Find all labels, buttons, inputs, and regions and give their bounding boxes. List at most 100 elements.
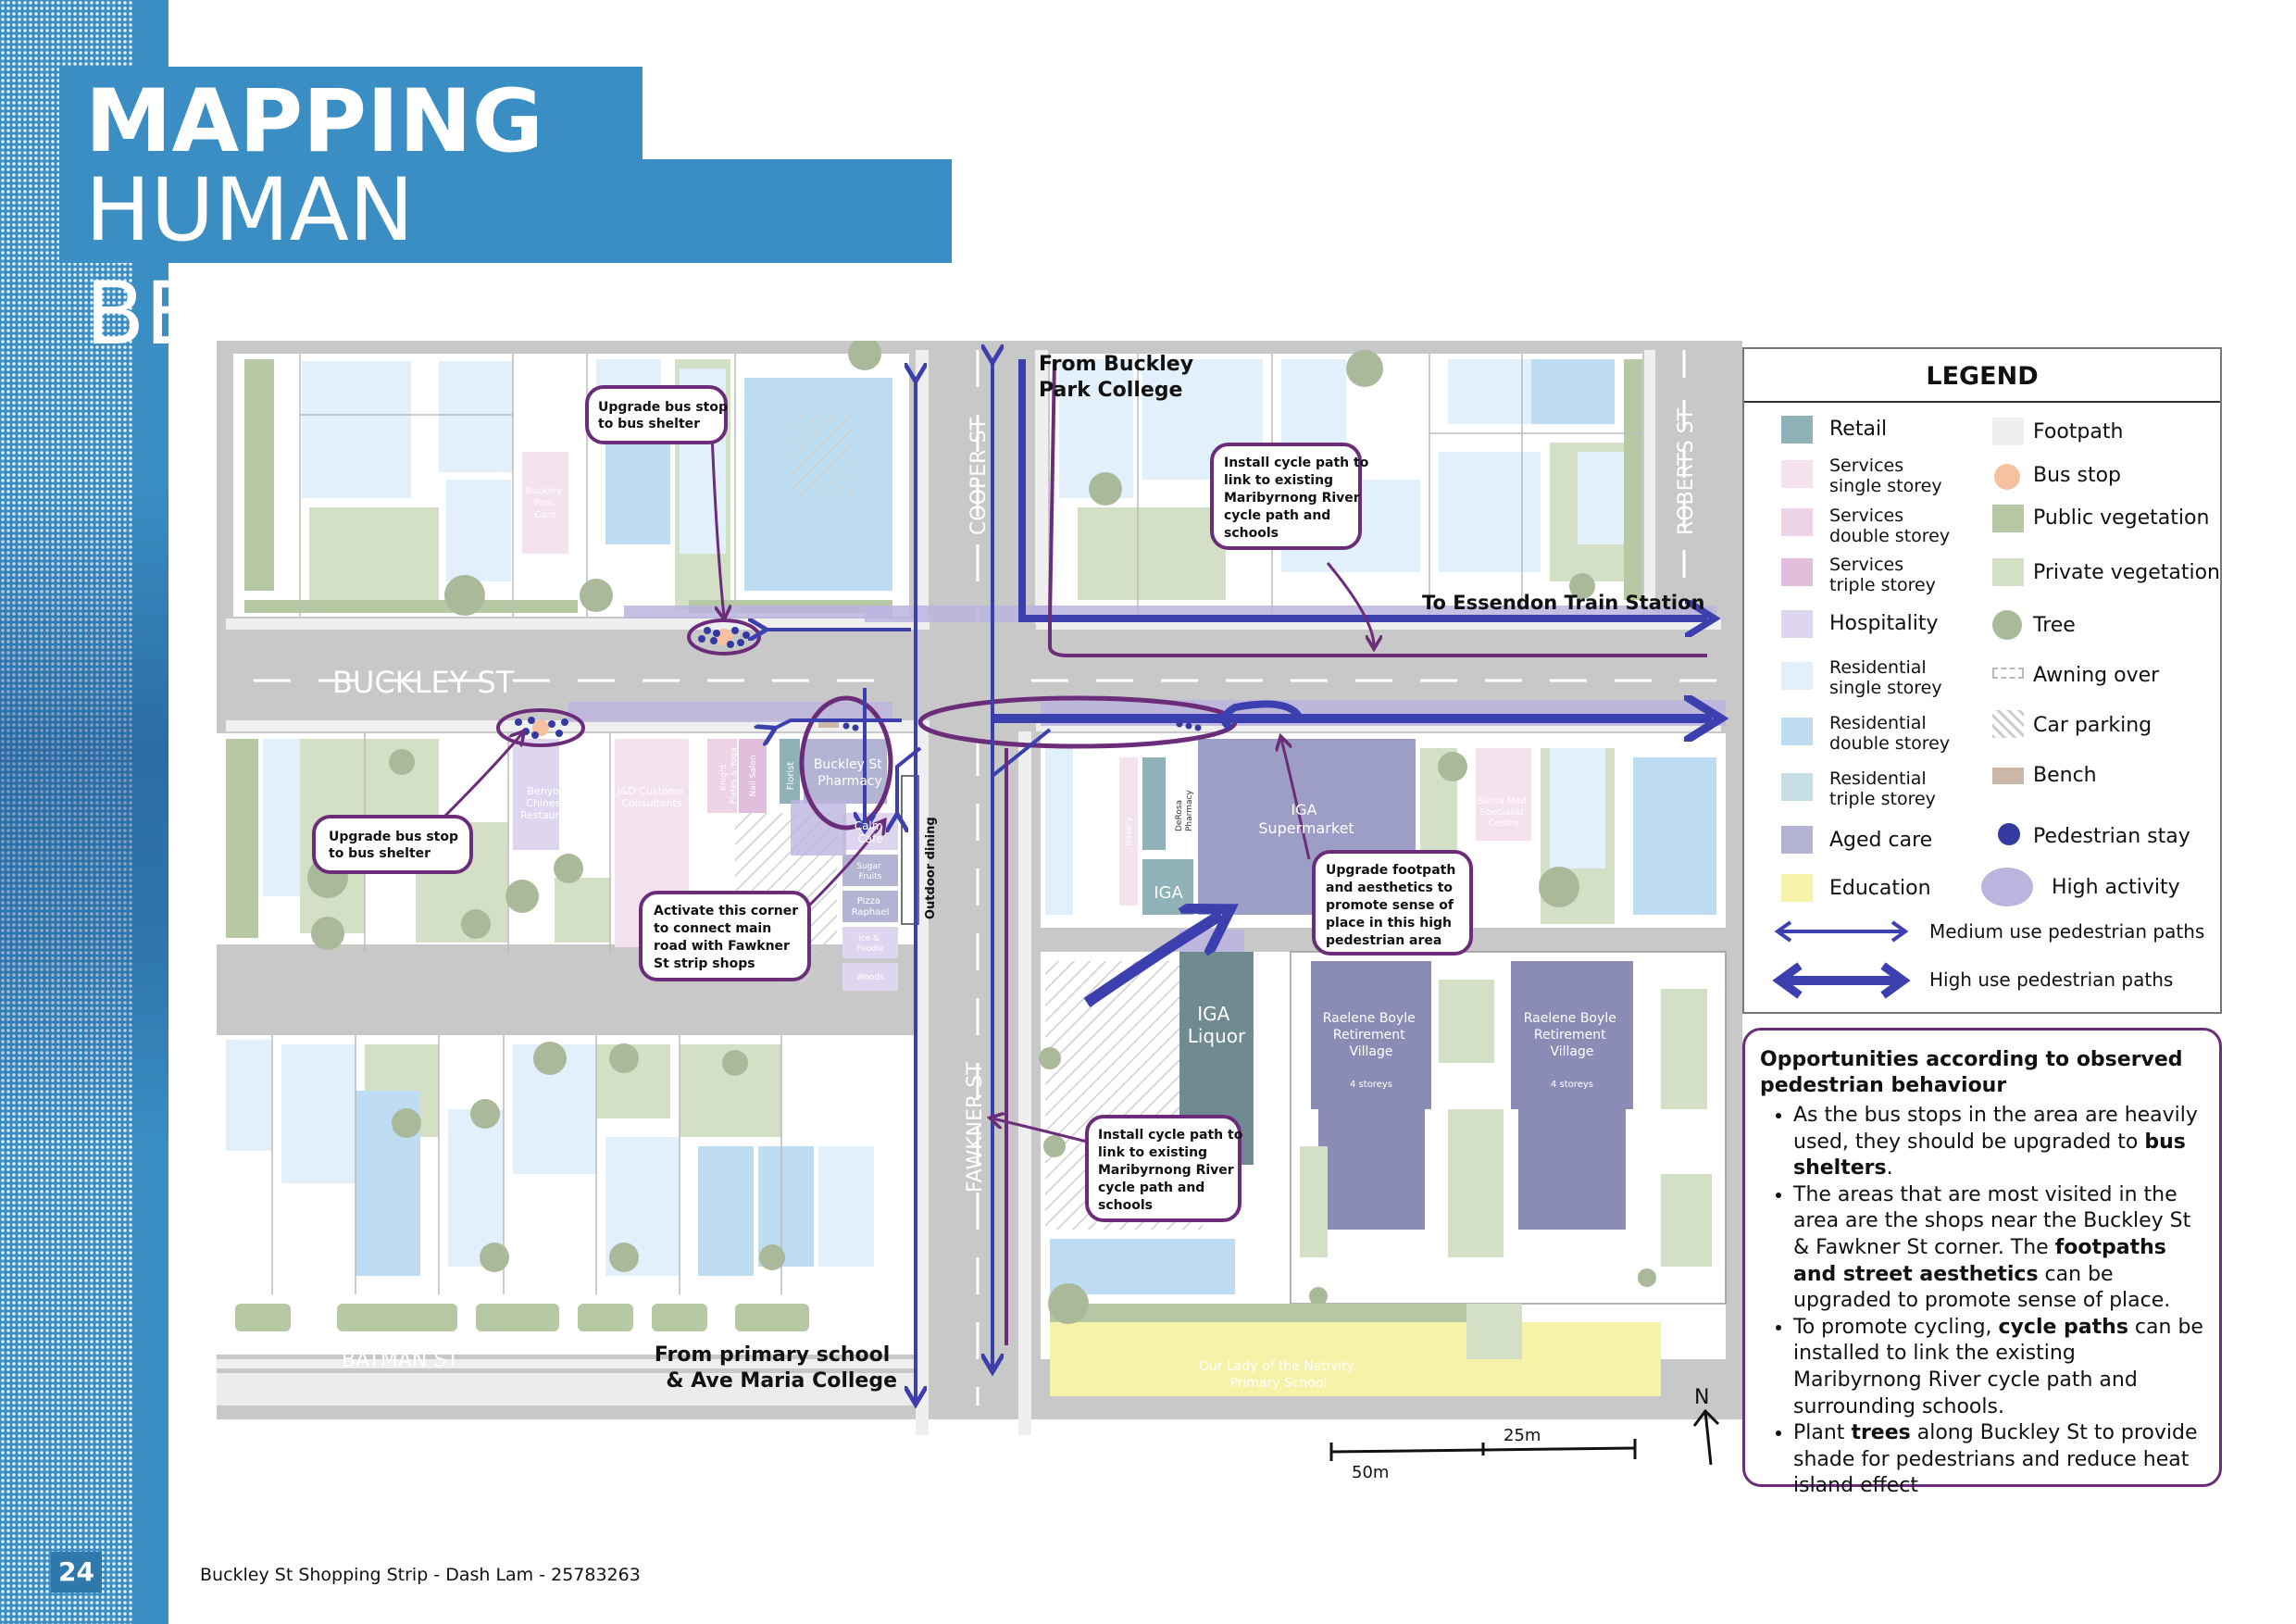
cycle-route-proposed bbox=[1048, 358, 1707, 657]
veg-ne-a bbox=[1078, 507, 1226, 600]
site-map: BUCKLEY ST BATMAN ST COOPER ST ROBERTS S… bbox=[217, 341, 1742, 1482]
label-sugar: Sugar Fruits bbox=[856, 862, 883, 881]
tree bbox=[1039, 1047, 1061, 1069]
legend-swatch-private-veg bbox=[1992, 558, 2024, 586]
callout-footpath: Upgrade footpath and aesthetics to promo… bbox=[1312, 850, 1473, 956]
veg-nw-strip bbox=[244, 359, 274, 591]
tree bbox=[461, 909, 491, 939]
res-swr-i bbox=[818, 1146, 874, 1267]
callout-bus-top: Upgrade bus stop to bus shelter bbox=[585, 385, 728, 444]
legend-swatch-education bbox=[1781, 874, 1813, 902]
veg-batman-4 bbox=[578, 1304, 633, 1331]
tree bbox=[480, 1243, 509, 1272]
batman-lower-strip bbox=[217, 1373, 916, 1405]
label-raelene-2: Raelene Boyle Retirement Village bbox=[1524, 1011, 1620, 1059]
footer-credit: Buckley St Shopping Strip - Dash Lam - 2… bbox=[200, 1565, 641, 1585]
education-our-lady bbox=[1050, 1322, 1661, 1396]
label-human-health: Human Health bbox=[1086, 867, 1095, 927]
legend-label-public-veg: Public vegetation bbox=[2033, 506, 2210, 530]
tree bbox=[609, 1043, 639, 1073]
res-ne-g bbox=[1439, 452, 1541, 572]
legend-label-footpath: Footpath bbox=[2033, 420, 2124, 443]
label-pharmacy: Buckley St Pharmacy bbox=[814, 757, 886, 789]
legend-title: LEGEND bbox=[1926, 362, 2039, 391]
svc-santa-med bbox=[1476, 748, 1531, 841]
legend-label-bench: Bench bbox=[2033, 764, 2097, 787]
legend-swatch-services-single bbox=[1781, 460, 1813, 488]
svc-bakery bbox=[1119, 757, 1138, 906]
legend-label-tree: Tree bbox=[2033, 614, 2076, 637]
retail-a bbox=[1142, 757, 1166, 850]
path-iga-loop bbox=[1220, 700, 1304, 731]
tree bbox=[470, 1099, 500, 1129]
veg-ret-d bbox=[1661, 1174, 1712, 1267]
svc-knight bbox=[707, 739, 737, 813]
leader-activate bbox=[807, 822, 883, 907]
legend-swatch-awning bbox=[1992, 668, 2024, 679]
leader-cycle-top bbox=[1326, 562, 1374, 646]
res-nw-a bbox=[302, 361, 411, 498]
legend-label-car-parking: Car parking bbox=[2033, 714, 2152, 737]
pedestrian-stay-pharmacy bbox=[842, 722, 859, 731]
tree bbox=[848, 341, 881, 370]
opportunities-list: As the bus stops in the area are heavily… bbox=[1760, 1103, 2204, 1500]
tree bbox=[1539, 867, 1579, 907]
tree bbox=[759, 1244, 785, 1270]
scale-25m: 25m bbox=[1504, 1426, 1541, 1445]
svg-text:Install cycle path to li: Install cycle path to link to existing M… bbox=[1224, 456, 1373, 541]
tree bbox=[1346, 350, 1383, 387]
label-jd-customs: J&D Customs Consultants bbox=[616, 785, 686, 809]
label-florist: Florist bbox=[786, 762, 796, 791]
res-nw-b bbox=[439, 361, 513, 472]
north-arrow: N bbox=[1692, 1386, 1720, 1466]
activity-ring-corner bbox=[799, 695, 893, 831]
veg-sw-strip bbox=[226, 739, 258, 938]
tree bbox=[392, 1108, 421, 1138]
legend-medium-path-arrow bbox=[1774, 920, 1909, 943]
page-number: 24 bbox=[51, 1552, 102, 1593]
opportunity-item: As the bus stops in the area are heavily… bbox=[1793, 1103, 2204, 1182]
legend-swatch-services-double bbox=[1781, 508, 1813, 536]
legend-label-high-activity: High activity bbox=[2052, 876, 2180, 899]
svg-text:Upgrade bus stop to bus: Upgrade bus stop to bus shelter bbox=[329, 830, 463, 861]
hosp-ice bbox=[842, 927, 898, 958]
footpath-fawkner-e bbox=[1018, 731, 1031, 1435]
label-ice: Ice & Foodle bbox=[856, 934, 884, 954]
tree bbox=[389, 749, 415, 775]
tree bbox=[1048, 1283, 1089, 1324]
legend-swatch-car-parking bbox=[1992, 710, 2024, 738]
path-corner-link bbox=[897, 746, 922, 818]
tree bbox=[554, 854, 583, 883]
street-roberts: ROBERTS ST bbox=[1675, 407, 1698, 535]
footpath-sw bbox=[226, 720, 930, 731]
legend-swatch-pedestrian-stay bbox=[1998, 823, 2020, 845]
tree bbox=[1438, 752, 1467, 781]
car-park-nw bbox=[791, 415, 855, 498]
label-from-primary: From primary school & Ave Maria College bbox=[655, 1343, 897, 1393]
bus-stop-ring-south bbox=[496, 708, 585, 747]
res-nw-d bbox=[605, 433, 670, 544]
tree bbox=[722, 1050, 748, 1076]
legend-label-aged-care: Aged care bbox=[1829, 829, 1933, 852]
svc-human-health bbox=[1078, 757, 1110, 915]
tree bbox=[609, 1243, 639, 1272]
veg-ret-c bbox=[1661, 989, 1707, 1109]
res-se-a bbox=[1045, 748, 1073, 915]
veg-ret-a bbox=[1439, 980, 1494, 1063]
veg-ne-strip bbox=[1624, 359, 1642, 600]
tree bbox=[1638, 1268, 1656, 1287]
legend-swatch-res-double bbox=[1781, 718, 1813, 745]
pedestrian-stay-north bbox=[698, 627, 750, 648]
tree bbox=[1043, 1135, 1066, 1157]
hosp-woods bbox=[842, 963, 898, 991]
legend-label-high-path: High use pedestrian paths bbox=[1929, 968, 2174, 991]
res-se-pool bbox=[1050, 1239, 1235, 1294]
label-outdoor-dining: Outdoor dining bbox=[924, 817, 938, 919]
scale-50m: 50m bbox=[1352, 1463, 1389, 1482]
veg-nw-kerb bbox=[244, 600, 578, 613]
street-fawkner: FAWKNER ST bbox=[964, 1062, 987, 1193]
